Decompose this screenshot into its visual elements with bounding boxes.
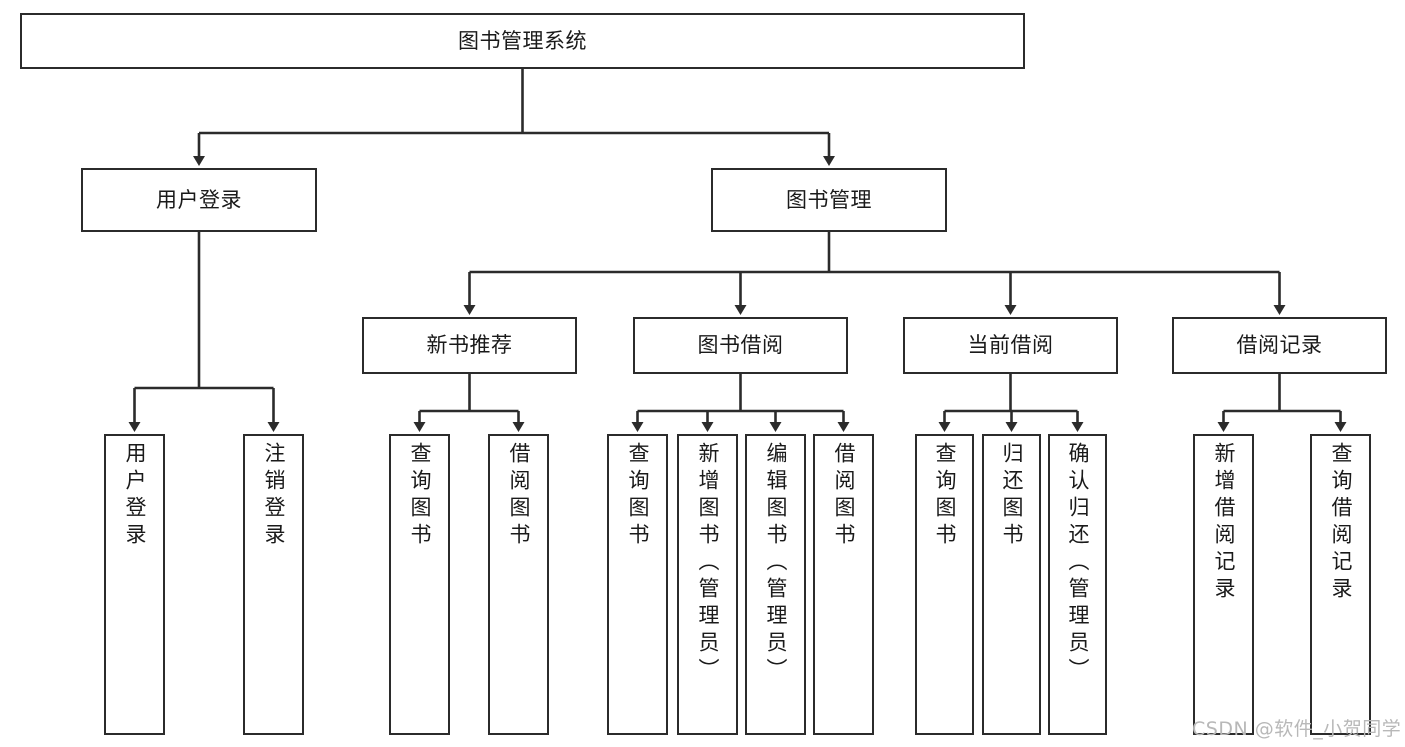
node-label-book-management: 图书管理 [786,187,872,212]
node-leaf-edit-book-admin[interactable]: 编辑图书（管理员） [745,434,806,735]
node-leaf-borrow-book-recommend[interactable]: 借阅图书 [488,434,549,735]
node-borrow-record[interactable]: 借阅记录 [1172,317,1387,374]
node-leaf-borrow-book[interactable]: 借阅图书 [813,434,874,735]
node-label-leaf-query-book-borrow: 查询图书 [626,442,650,550]
node-current-borrow[interactable]: 当前借阅 [903,317,1118,374]
node-user-login[interactable]: 用户登录 [81,168,317,232]
node-label-borrow-record: 借阅记录 [1236,333,1323,358]
node-leaf-add-book-admin[interactable]: 新增图书（管理员） [677,434,738,735]
node-label-root: 图书管理系统 [458,28,587,53]
node-label-book-borrow: 图书借阅 [697,333,784,358]
node-leaf-query-borrow-record[interactable]: 查询借阅记录 [1310,434,1371,735]
node-label-leaf-logout: 注销登录 [262,442,286,550]
csdn-watermark: CSDN @软件_小贺同学 [1192,718,1402,740]
node-leaf-return-book[interactable]: 归还图书 [982,434,1041,735]
node-label-leaf-query-book-current: 查询图书 [933,442,957,550]
node-leaf-add-borrow-record[interactable]: 新增借阅记录 [1193,434,1254,735]
node-label-leaf-confirm-return-admin: 确认归还（管理员） [1066,442,1090,685]
node-leaf-query-book-recommend[interactable]: 查询图书 [389,434,450,735]
node-label-new-book-recommend: 新书推荐 [426,333,513,358]
node-label-leaf-add-book-admin: 新增图书（管理员） [696,442,720,685]
node-leaf-user-login[interactable]: 用户登录 [104,434,165,735]
node-label-leaf-add-borrow-record: 新增借阅记录 [1212,442,1236,604]
node-label-leaf-borrow-book-recommend: 借阅图书 [507,442,531,550]
node-label-leaf-query-book-recommend: 查询图书 [408,442,432,550]
node-leaf-confirm-return-admin[interactable]: 确认归还（管理员） [1048,434,1107,735]
node-leaf-query-book-current[interactable]: 查询图书 [915,434,974,735]
node-label-leaf-borrow-book: 借阅图书 [832,442,856,550]
node-label-leaf-user-login: 用户登录 [123,442,147,550]
node-label-user-login: 用户登录 [156,187,242,212]
node-leaf-logout[interactable]: 注销登录 [243,434,304,735]
node-leaf-query-book-borrow[interactable]: 查询图书 [607,434,668,735]
node-book-borrow[interactable]: 图书借阅 [633,317,848,374]
node-book-management[interactable]: 图书管理 [711,168,947,232]
node-label-leaf-edit-book-admin: 编辑图书（管理员） [764,442,788,685]
node-new-book-recommend[interactable]: 新书推荐 [362,317,577,374]
node-label-leaf-return-book: 归还图书 [1000,442,1024,550]
node-label-current-borrow: 当前借阅 [967,333,1054,358]
node-root[interactable]: 图书管理系统 [20,13,1025,69]
node-label-leaf-query-borrow-record: 查询借阅记录 [1329,442,1353,604]
